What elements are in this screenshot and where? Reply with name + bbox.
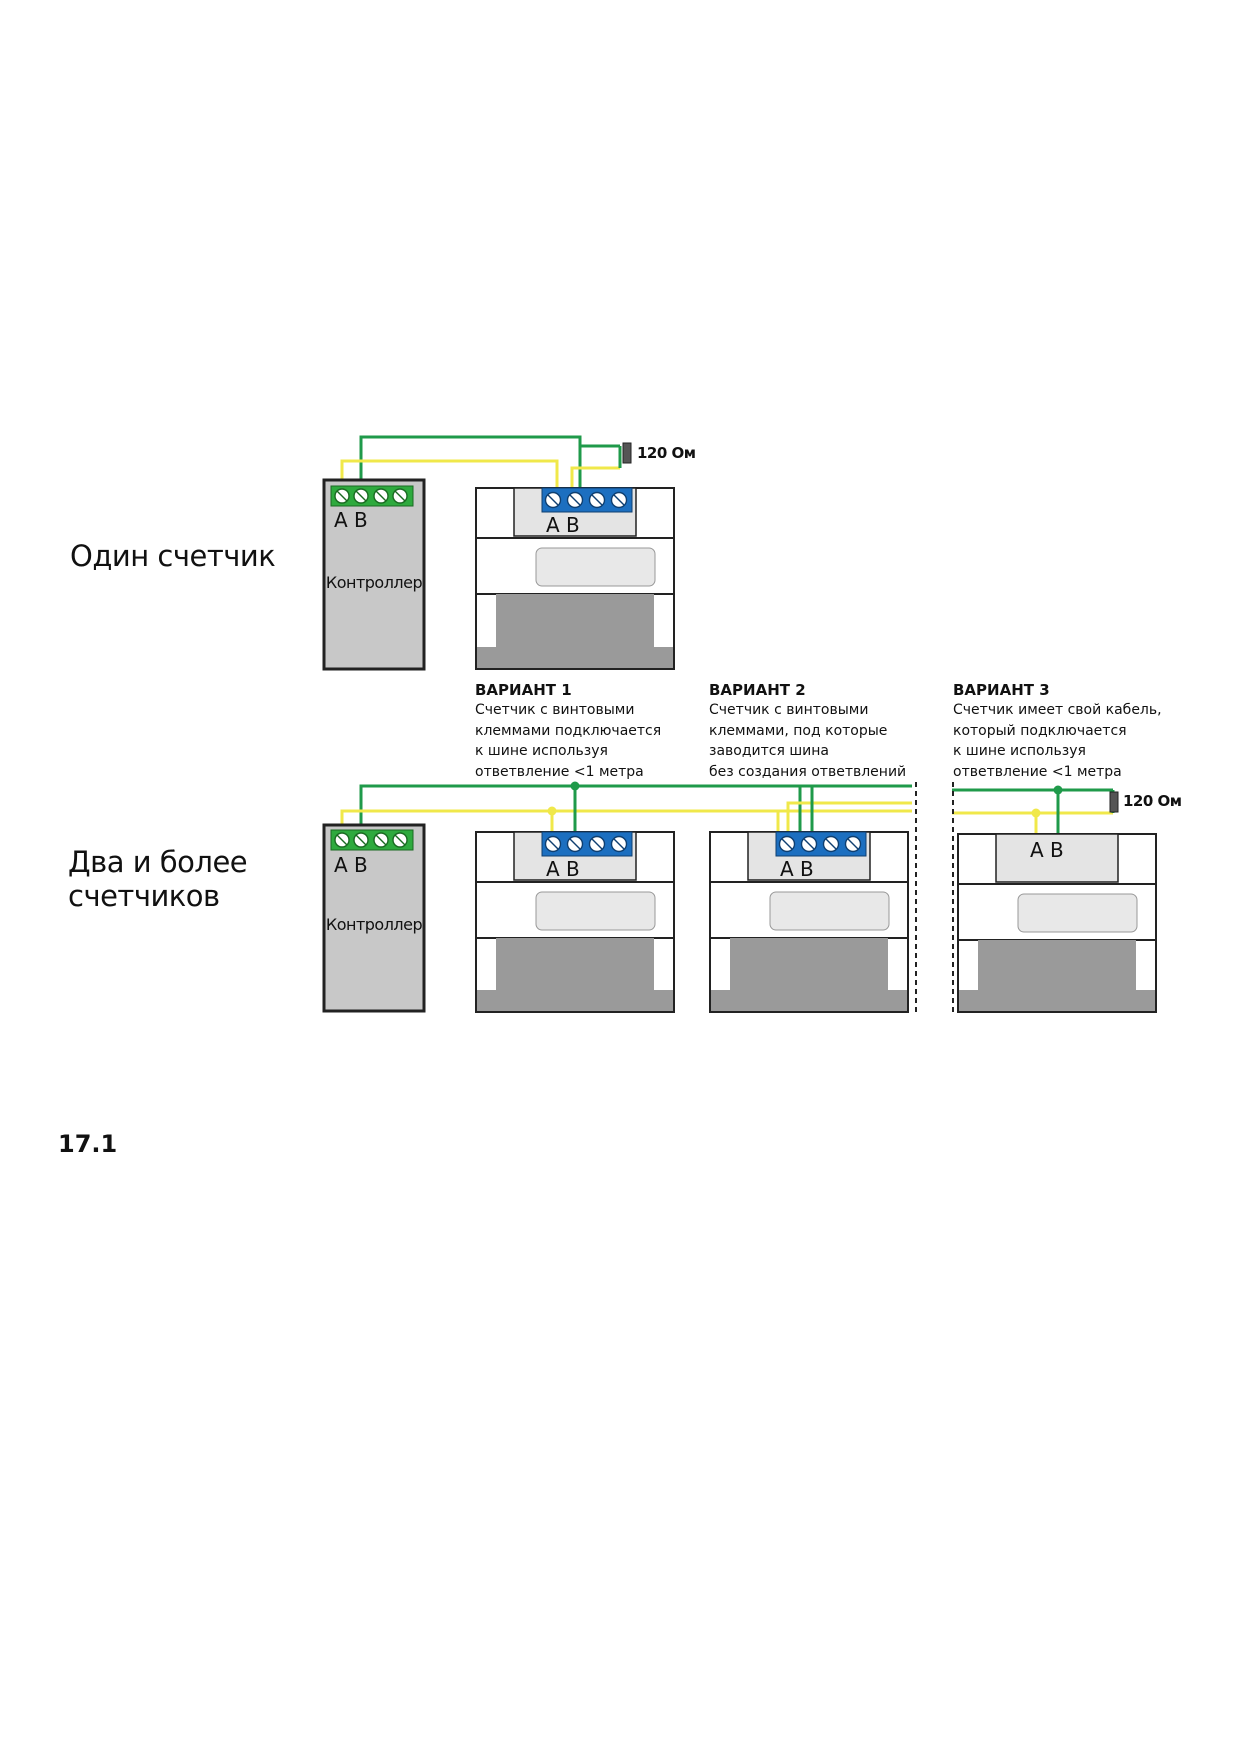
resistor-label-row1: 120 Ом xyxy=(637,444,696,462)
screw-icon xyxy=(544,491,628,509)
variant-2-title: ВАРИАНТ 2 xyxy=(709,681,806,699)
screw-icon xyxy=(334,488,408,504)
wire-b-bus xyxy=(359,784,912,833)
resistor-row2 xyxy=(1109,791,1119,813)
screw-icon xyxy=(778,835,862,853)
wire-b-to-resistor-row1 xyxy=(578,437,620,448)
figure-number: 17.1 xyxy=(58,1130,118,1158)
controller-label: Контроллер xyxy=(326,573,423,592)
variant-1-description: ВАРИАНТ 1 Счетчик с винтовыми клеммами п… xyxy=(475,680,661,782)
meter-terminal-labels: A B xyxy=(546,513,580,537)
junction-dot xyxy=(1053,785,1063,795)
controller-terminal-labels: A B xyxy=(334,508,368,532)
row-multiple-meters: 120 Ом A B Контроллер xyxy=(322,781,1182,1013)
controller-label: Контроллер xyxy=(326,915,423,934)
resistor-label-row2: 120 Ом xyxy=(1123,792,1182,810)
screw-icon xyxy=(544,835,628,853)
controller-terminal-block xyxy=(330,485,414,507)
row-label-multiple: Два и более счетчиков xyxy=(68,845,248,913)
variant-3-title: ВАРИАНТ 3 xyxy=(953,681,1050,699)
controller-row1: A B Контроллер xyxy=(322,478,426,671)
row-single-meter: 120 Ом A B Контроллер xyxy=(322,435,696,671)
screw-icon xyxy=(334,832,408,848)
bus-wires-row1 xyxy=(340,435,622,488)
variant-3-description: ВАРИАНТ 3 Счетчик имеет свой кабель, кот… xyxy=(953,680,1162,782)
meter-variant-2: A B xyxy=(709,831,909,1013)
variant-1-title: ВАРИАНТ 1 xyxy=(475,681,572,699)
controller-row2: A B Контроллер xyxy=(322,823,426,1013)
meter-display xyxy=(769,891,890,931)
wire-a-bus xyxy=(340,809,912,833)
meter-row1: A B xyxy=(475,487,675,670)
resistor-row1 xyxy=(622,442,632,464)
meter-terminal-labels: A B xyxy=(780,857,814,881)
meter-terminal-labels: A B xyxy=(1030,838,1064,862)
bus-wires-row2 xyxy=(340,781,1115,836)
meter-display xyxy=(535,891,656,931)
variant-1-text: Счетчик с винтовыми клеммами подключаетс… xyxy=(475,702,662,780)
junction-dot xyxy=(547,806,557,816)
row-label-single: Один счетчик xyxy=(70,539,276,573)
meter-terminal-labels: A B xyxy=(546,857,580,881)
junction-dot xyxy=(570,781,580,791)
variant-2-description: ВАРИАНТ 2 Счетчик с винтовыми клеммами, … xyxy=(709,680,906,782)
controller-terminal-labels: A B xyxy=(334,853,368,877)
meter-display xyxy=(535,547,656,587)
wire-a-row1 xyxy=(340,459,559,488)
meter-display xyxy=(1017,893,1138,933)
junction-dot xyxy=(1031,808,1041,818)
variant-2-text: Счетчик с винтовыми клеммами, под которы… xyxy=(709,702,907,780)
meter-variant-3: A B xyxy=(957,833,1157,1013)
meter-variant-1: A B xyxy=(475,831,675,1013)
wire-a-to-resistor-row1 xyxy=(570,466,620,488)
variant-3-text: Счетчик имеет свой кабель, который подкл… xyxy=(953,702,1162,780)
controller-terminal-block xyxy=(330,829,414,851)
